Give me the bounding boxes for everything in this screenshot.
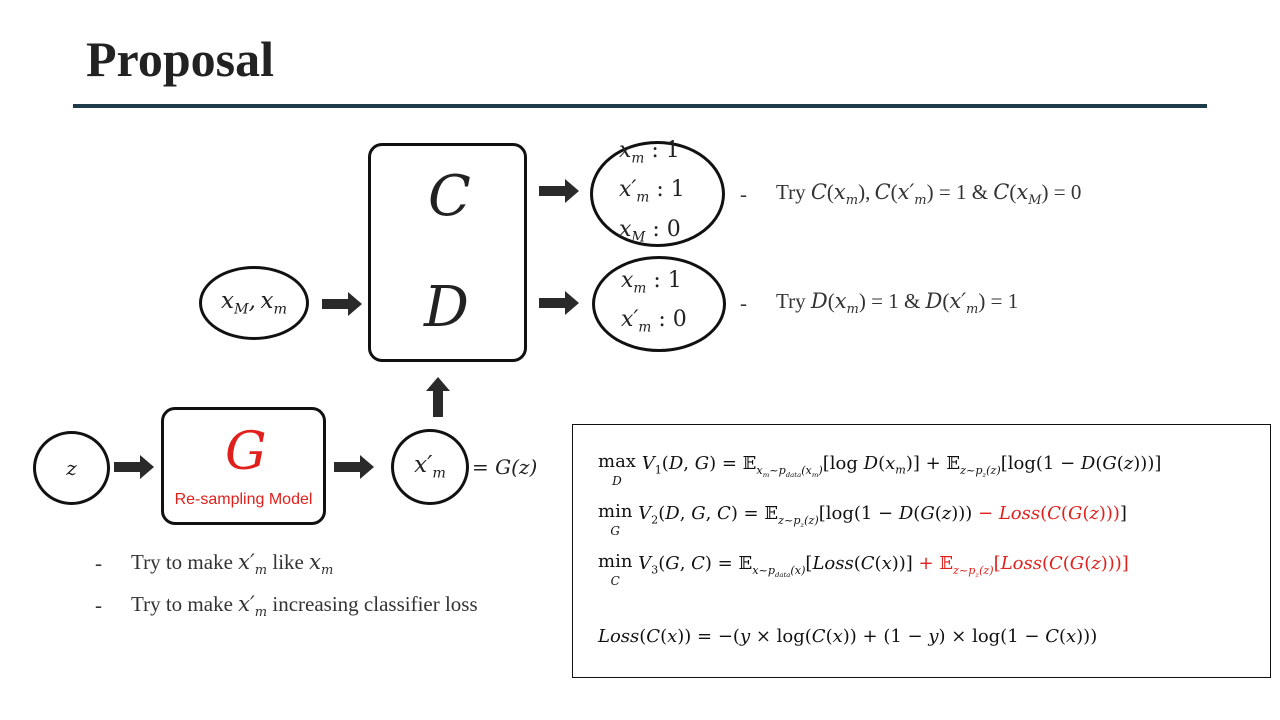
arrow-z-to-g — [114, 455, 154, 479]
slide-title: Proposal — [86, 31, 274, 87]
bullet-1: Try to make x′m like xm — [131, 550, 334, 579]
arrow-c-to-output — [539, 179, 579, 203]
bullet-dash-2: - — [95, 593, 102, 617]
title-underline — [73, 104, 1207, 108]
input-node: xM, xm — [199, 266, 309, 340]
c-try-dash: - — [740, 182, 747, 206]
c-try-note: Try C(xm), C(x′m) = 1 & C(xM) = 0 — [776, 180, 1082, 209]
arrow-input-to-box — [322, 292, 362, 316]
equation-loss: Loss(C(x)) = −(y × log(C(x)) + (1 − y) ×… — [598, 626, 1098, 647]
noise-node: z — [33, 431, 110, 505]
d-label: D — [424, 275, 469, 340]
classifier-discriminator-box — [368, 143, 527, 362]
arrow-d-to-output — [539, 291, 579, 315]
c-label: C — [428, 164, 471, 229]
arrow-g-to-xprime — [334, 455, 374, 479]
d-try-note: Try D(xm) = 1 & D(x′m) = 1 — [776, 289, 1019, 318]
g-label: G — [225, 422, 267, 482]
equation-box — [572, 424, 1271, 678]
bullet-2: Try to make x′m increasing classifier lo… — [131, 592, 478, 621]
g-of-z-label: = G(z) — [472, 455, 538, 479]
bullet-dash-1: - — [95, 551, 102, 575]
generator-box — [161, 407, 326, 525]
d-try-dash: - — [740, 291, 747, 315]
g-sublabel: Re-sampling Model — [174, 491, 313, 508]
generated-sample-node: x′m — [391, 429, 469, 505]
c-output-node: xm : 1 x′m : 1 xM : 0 — [590, 138, 725, 247]
d-output-node: xm : 1 x′m : 0 — [592, 256, 726, 352]
arrow-xprime-to-box — [426, 377, 450, 417]
